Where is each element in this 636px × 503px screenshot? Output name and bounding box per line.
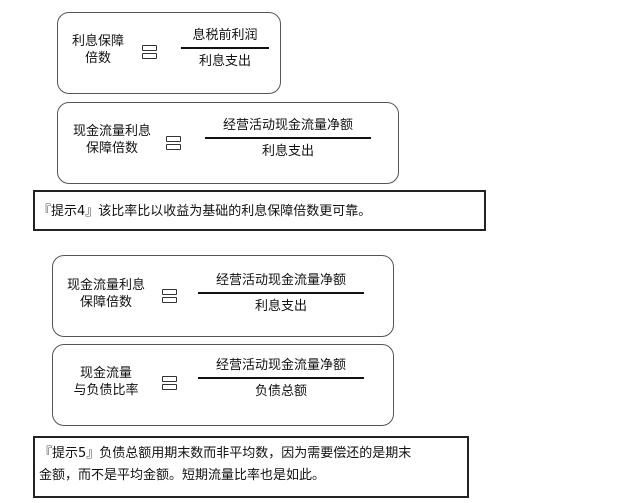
fraction: 经营活动现金流量净额 利息支出 — [205, 116, 371, 162]
fraction-numerator: 经营活动现金流量净额 — [215, 358, 346, 373]
formula-label: 利息保障 倍数 — [62, 33, 134, 67]
fraction-numerator: 经营活动现金流量净额 — [222, 118, 353, 133]
fraction: 息税前利润 利息支出 — [181, 26, 269, 72]
formula-label: 现金流量利息 保障倍数 — [64, 123, 160, 157]
tip-line: 『提示5』负债总额用期末数而非平均数，因为需要偿还的是期末 — [39, 446, 412, 461]
formula-label: 现金流量 与负债比率 — [58, 365, 154, 399]
fraction-bar — [198, 377, 364, 379]
formula-box-interest-coverage — [57, 12, 281, 94]
fraction-bar — [198, 292, 364, 294]
fraction-denominator: 利息支出 — [198, 54, 251, 69]
formula-label-line: 保障倍数 — [85, 141, 138, 156]
formula-box-cash-flow-interest-coverage — [57, 102, 399, 184]
equals-sign-icon — [162, 376, 177, 390]
fraction: 经营活动现金流量净额 负债总额 — [198, 356, 364, 402]
fraction-bar — [205, 137, 371, 139]
formula-label-line: 现金流量 — [79, 366, 132, 381]
formula-label-line: 保障倍数 — [79, 295, 132, 310]
formula-label: 现金流量利息 保障倍数 — [58, 277, 154, 311]
tip-text: 『提示5』负债总额用期末数而非平均数，因为需要偿还的是期末 金额，而不是平均金额… — [39, 443, 411, 487]
fraction-numerator: 经营活动现金流量净额 — [215, 273, 346, 288]
formula-label-line: 倍数 — [84, 51, 111, 66]
fraction: 经营活动现金流量净额 利息支出 — [198, 271, 364, 317]
fraction-denominator: 利息支出 — [261, 144, 314, 159]
formula-box-cash-flow-interest-coverage — [52, 255, 394, 337]
tip-text: 『提示4』该比率比以收益为基础的利息保障倍数更可靠。 — [38, 201, 371, 223]
fraction-numerator: 息税前利润 — [192, 28, 258, 43]
fraction-denominator: 利息支出 — [254, 299, 307, 314]
tip-line: 金额，而不是平均金额。短期流量比率也是如此。 — [39, 468, 326, 483]
equals-sign-icon — [142, 45, 157, 59]
tip-box — [33, 190, 486, 231]
equals-sign-icon — [166, 136, 181, 150]
formula-label-line: 与负债比率 — [73, 383, 139, 398]
formula-box-cash-flow-to-debt — [52, 344, 394, 426]
tip-box — [33, 436, 469, 498]
equals-sign-icon — [162, 289, 177, 303]
formula-label-line: 现金流量利息 — [66, 278, 145, 293]
formula-label-line: 现金流量利息 — [72, 124, 151, 139]
formula-label-line: 利息保障 — [71, 34, 124, 49]
fraction-bar — [181, 47, 269, 49]
fraction-denominator: 负债总额 — [254, 384, 307, 399]
tip-line: 『提示4』该比率比以收益为基础的利息保障倍数更可靠。 — [38, 204, 372, 219]
